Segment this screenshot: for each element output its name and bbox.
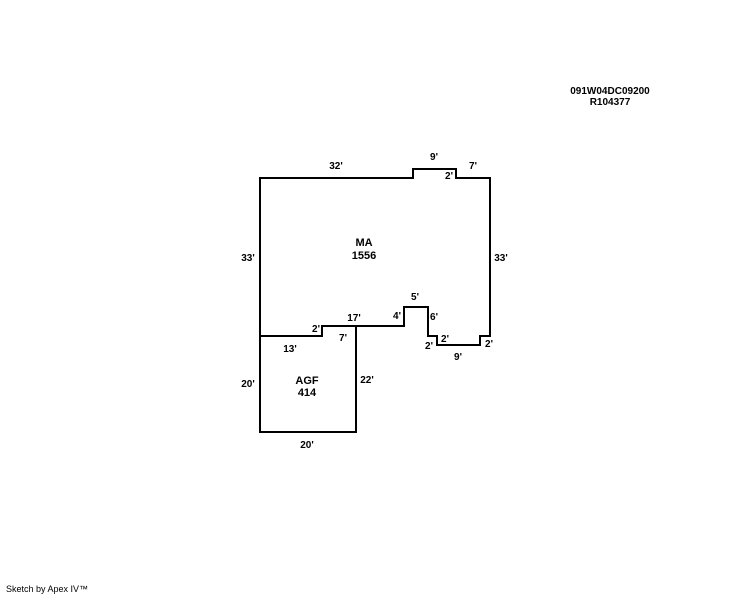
main-area-code: MA <box>355 237 372 249</box>
dim-ma-top-left: 32' <box>329 161 343 172</box>
garage-sqft: 414 <box>298 387 317 399</box>
dim-agf-top-13: 13' <box>283 344 297 355</box>
garage-outline <box>259 325 357 433</box>
parcel-id: 091W04DC09200 <box>570 86 650 97</box>
dim-ma-bottom-5: 5' <box>411 292 419 303</box>
dim-ma-bottom-9: 9' <box>454 352 462 363</box>
dim-ma-bottom-2b: 2' <box>441 334 449 345</box>
dim-ma-bottom-6: 6' <box>430 312 438 323</box>
dim-ma-top-right: 7' <box>469 161 477 172</box>
dim-agf-top-7: 7' <box>339 333 347 344</box>
dim-ma-right: 33' <box>494 253 508 264</box>
dim-agf-bottom: 20' <box>300 440 314 451</box>
dim-ma-bottom-2a: 2' <box>425 341 433 352</box>
dim-ma-top-bump-drop: 2' <box>445 171 453 182</box>
dim-ma-bottom-17: 17' <box>347 313 361 324</box>
dim-ma-top-bump: 9' <box>430 152 438 163</box>
software-credit: Sketch by Apex IV™ <box>6 584 89 594</box>
main-area-sqft: 1556 <box>352 250 376 262</box>
parcel-account: R104377 <box>589 97 631 108</box>
garage-code: AGF <box>295 375 319 387</box>
main-area-outline <box>259 168 491 346</box>
dim-ma-bottom-step-2: 2' <box>312 324 320 335</box>
dim-agf-right: 22' <box>360 375 374 386</box>
dim-agf-left: 20' <box>241 379 255 390</box>
dim-ma-left: 33' <box>241 253 255 264</box>
parcel-info: 091W04DC09200 R104377 <box>540 86 680 108</box>
dim-ma-bottom-2c: 2' <box>485 339 493 350</box>
dim-ma-bottom-4: 4' <box>393 311 401 322</box>
